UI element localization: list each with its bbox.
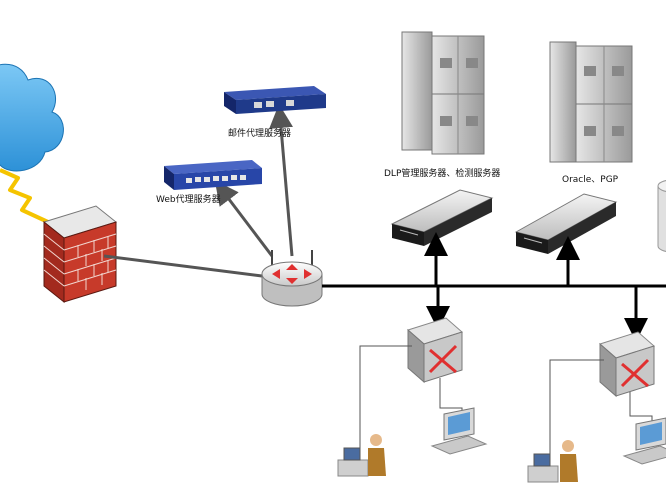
switch2-client-link-a — [549, 359, 604, 460]
desktop-computer-icon-2 — [622, 417, 666, 465]
web-proxy-switch-icon — [164, 160, 262, 190]
dlp-server-label: DLP管理服务器、检测服务器 — [384, 167, 500, 179]
router-icon — [261, 250, 323, 307]
web-proxy-label: Web代理服务器 — [156, 193, 221, 205]
router-web-proxy-link — [214, 180, 274, 257]
firewall-icon — [42, 205, 118, 304]
router-mail-proxy-link — [269, 104, 294, 257]
mail-proxy-switch-icon — [224, 86, 326, 114]
cloud-icon — [0, 63, 64, 172]
database-icon — [657, 180, 666, 252]
layer3-switch-icon-2 — [599, 331, 655, 398]
oracle-rack-server-icon — [514, 193, 618, 254]
oracle-pgp-label: Oracle、PGP — [562, 175, 619, 185]
switch1-client-link-a — [359, 345, 412, 456]
firewall-router-link — [103, 254, 263, 278]
dlp-rack-server-icon — [390, 189, 494, 246]
lightning-link — [0, 168, 49, 224]
user-at-desk-icon-1 — [337, 434, 386, 477]
user-at-desk-icon-2 — [527, 440, 578, 483]
mail-proxy-label: 邮件代理服务器 — [228, 127, 291, 139]
layer3-switch-icon-1 — [407, 317, 463, 384]
dlp-server-tower-icon — [401, 31, 485, 155]
oracle-pgp-server-tower-icon — [549, 41, 633, 163]
desktop-computer-icon-1 — [430, 407, 488, 455]
